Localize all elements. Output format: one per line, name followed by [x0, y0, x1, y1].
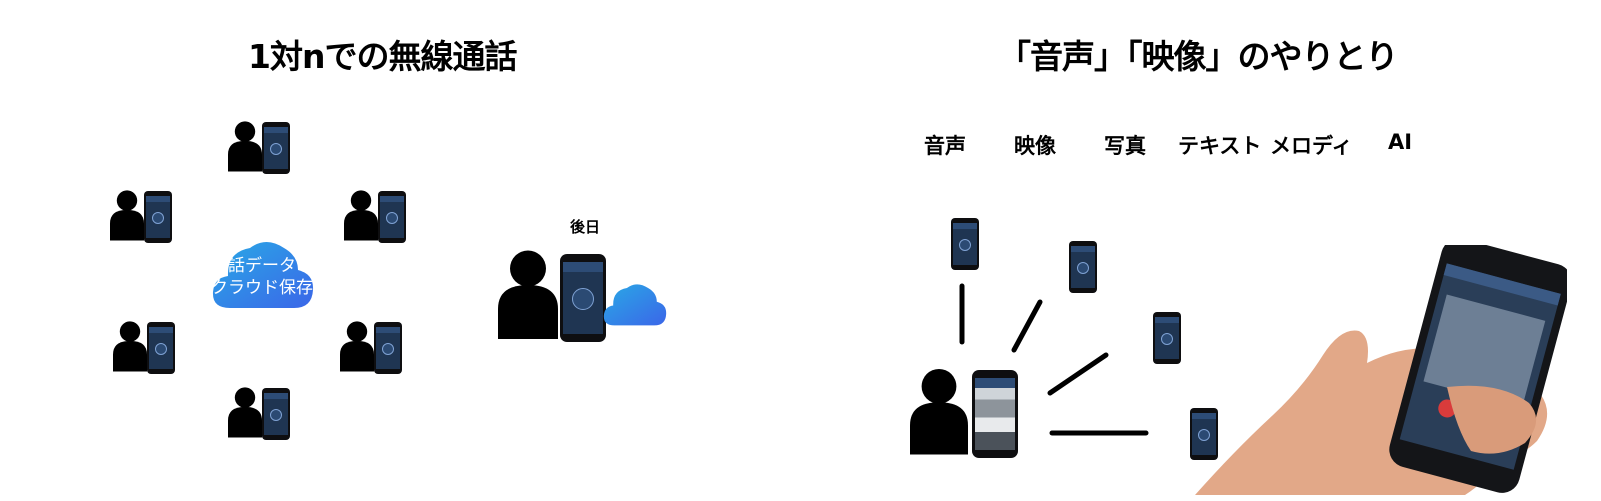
phone-icon — [972, 370, 1018, 458]
phone-icon — [262, 388, 290, 440]
person-icon — [498, 246, 558, 342]
remote-phone-1 — [951, 218, 979, 270]
remote-phone-2 — [1069, 241, 1097, 293]
connection-line — [1047, 352, 1109, 396]
main-user-group — [910, 362, 1020, 462]
phone-icon — [147, 322, 175, 374]
person-icon — [228, 118, 262, 174]
person-icon — [344, 187, 378, 243]
person-icon — [113, 318, 147, 374]
cloud-icon — [212, 242, 314, 308]
cloud-label-line2: クラウド保存 — [211, 278, 313, 298]
category-video: 映像 — [1014, 134, 1056, 158]
hand-holding-phone-image — [1195, 245, 1567, 495]
user-with-phone-bottom — [228, 384, 292, 442]
later-user-group — [498, 244, 668, 344]
user-with-phone-upper-right — [344, 187, 408, 245]
left-title: 1対nでの無線通話 — [248, 37, 517, 76]
phone-icon — [560, 254, 606, 342]
later-label: 後日 — [570, 218, 601, 236]
remote-phone-4 — [1190, 408, 1218, 460]
person-icon — [340, 318, 374, 374]
phone-icon — [144, 191, 172, 243]
phone-icon — [262, 122, 290, 174]
phone-icon — [374, 322, 402, 374]
cloud-icon — [603, 284, 667, 326]
category-ai: AI — [1388, 130, 1413, 154]
phone-icon — [378, 191, 406, 243]
category-text: テキスト — [1178, 134, 1262, 158]
user-with-phone-top — [228, 118, 292, 176]
user-with-phone-lower-right — [340, 318, 404, 376]
category-audio: 音声 — [924, 134, 966, 158]
person-icon — [228, 384, 262, 440]
cloud-label: 会話データを クラウド保存 — [206, 255, 318, 299]
person-icon — [910, 362, 968, 460]
connection-line — [1011, 299, 1043, 353]
cloud-label-line1: 会話データを — [211, 256, 313, 276]
right-title: 「音声」「映像」のやりとり — [998, 37, 1398, 76]
remote-phone-3 — [1153, 312, 1181, 364]
person-icon — [110, 187, 144, 243]
user-with-phone-lower-left — [113, 318, 177, 376]
connection-lines — [959, 283, 1149, 436]
category-photo: 写真 — [1104, 134, 1146, 158]
category-melody: メロディ — [1270, 134, 1353, 158]
user-with-phone-upper-left — [110, 187, 174, 245]
